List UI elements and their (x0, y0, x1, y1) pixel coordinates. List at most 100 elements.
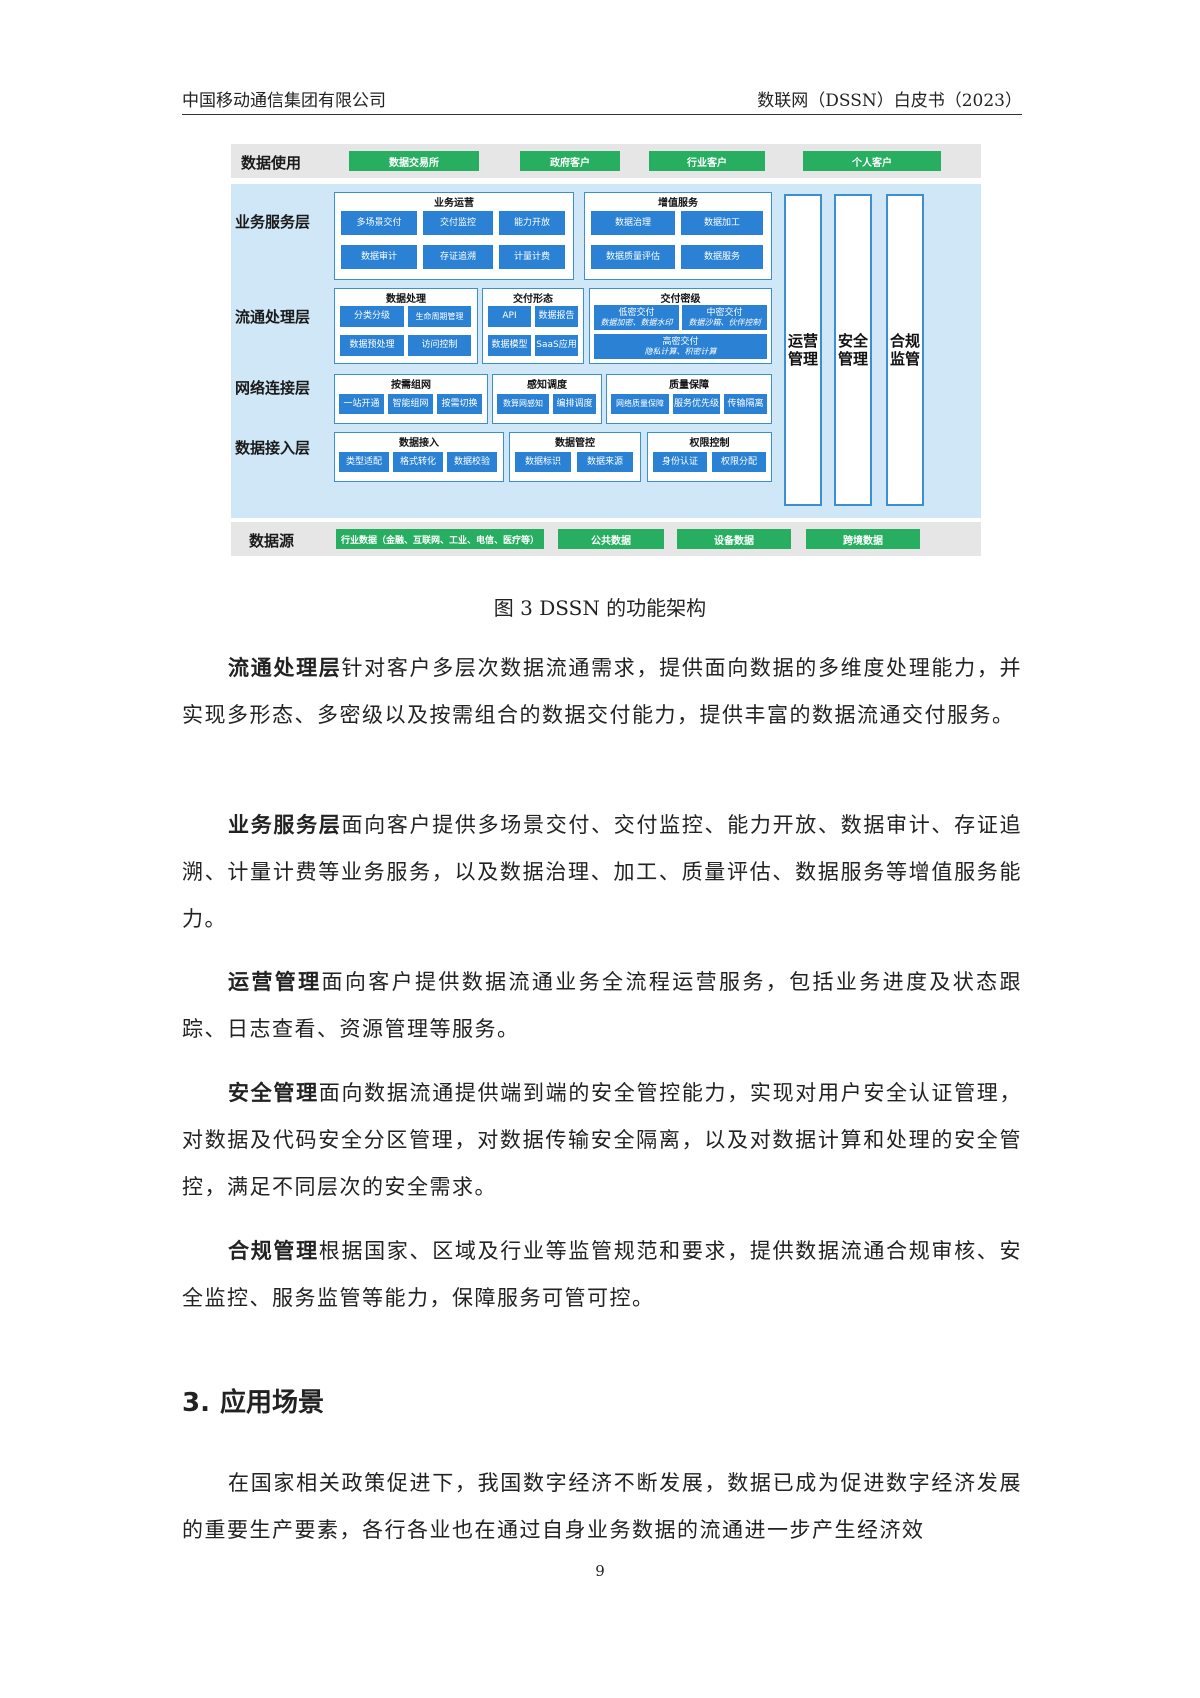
dssn-architecture-diagram: 数据使用 业务服务层 流通处理层 网络连接层 数据接入层 数据源 数据交易所 政… (231, 144, 981, 556)
delivery-level-name: 低密交付 (618, 307, 655, 318)
group-title: 权限控制 (689, 438, 730, 449)
diagram-item: 存证追溯 (423, 245, 493, 269)
source-item: 行业数据（金融、互联网、工业、电信、医疗等） (336, 529, 544, 549)
usage-item: 行业客户 (649, 151, 765, 171)
paragraph-lead: 运营管理 (228, 969, 322, 994)
paragraph-operations-management: 运营管理面向客户提供数据流通业务全流程运营服务，包括业务进度及状态跟踪、日志查看… (182, 958, 1022, 1053)
column-label: 运营管理 (787, 332, 818, 368)
group-title: 交付密级 (660, 294, 701, 305)
layer-label-circulation: 流通处理层 (235, 308, 311, 326)
group-title: 业务运营 (434, 198, 474, 209)
paragraph-business-layer: 业务服务层面向客户提供多场景交付、交付监控、能力开放、数据审计、存证追溯、计量计… (182, 801, 1022, 943)
group-data-processing: 数据处理 分类分级 生命周期管理 数据预处理 访问控制 (334, 288, 478, 364)
diagram-item: API (488, 306, 531, 327)
group-data-ingest: 数据接入 类型适配 格式转化 数据校验 (334, 432, 504, 482)
layer-label-business: 业务服务层 (235, 213, 311, 231)
diagram-item: 身份认证 (653, 452, 707, 472)
paragraph-application-scenarios: 在国家相关政策促进下，我国数字经济不断发展，数据已成为促进数字经济发展的重要生产… (182, 1471, 1022, 1542)
layer-label-usage: 数据使用 (241, 154, 302, 172)
column-operations-management: 运营管理 (784, 194, 822, 506)
group-data-control: 数据管控 数据标识 数据来源 (509, 432, 641, 482)
section-heading: 3. 应用场景 (182, 1382, 324, 1419)
group-delivery-forms: 交付形态 API 数据报告 数据模型 SaaS应用 (482, 288, 584, 364)
diagram-item: 访问控制 (408, 335, 471, 356)
group-permission-control: 权限控制 身份认证 权限分配 (647, 432, 772, 482)
diagram-item: 生命周期管理 (408, 306, 471, 327)
paragraph-body: 面向客户提供数据流通业务全流程运营服务，包括业务进度及状态跟踪、日志查看、资源管… (182, 970, 1022, 1041)
diagram-item: 数据加工 (681, 211, 763, 235)
paragraph-body: 针对客户多层次数据流通需求，提供面向数据的多维度处理能力，并实现多形态、多密级以… (182, 656, 1023, 727)
group-title: 按需组网 (391, 380, 431, 391)
diagram-item: 智能组网 (388, 394, 433, 414)
paragraph-body: 根据国家、区域及行业等监管规范和要求，提供数据流通合规审核、安全监控、服务监管等… (182, 1239, 1022, 1310)
diagram-item: 一站开通 (339, 394, 384, 414)
layer-label-access: 数据接入层 (235, 439, 311, 457)
delivery-level-detail: 数据加密、数据水印 (600, 318, 673, 328)
source-item: 公共数据 (558, 529, 664, 549)
page-number: 9 (595, 1562, 605, 1580)
diagram-item: 数算网感知 (497, 394, 549, 414)
usage-item: 政府客户 (520, 151, 620, 171)
diagram-item: 格式转化 (393, 452, 443, 472)
diagram-item: 数据服务 (681, 245, 763, 269)
diagram-item: 数据来源 (577, 452, 633, 472)
header-document-title: 数联网（DSSN）白皮书（2023） (757, 91, 1022, 111)
diagram-item: 编排调度 (553, 394, 596, 414)
section-number: 3. (182, 1388, 210, 1418)
delivery-level-detail: 数据沙箱、伙伴控制 (688, 318, 761, 328)
diagram-item: 能力开放 (499, 211, 565, 235)
group-title: 数据处理 (386, 294, 426, 305)
diagram-item: 数据模型 (488, 335, 531, 356)
column-label: 合规监管 (889, 332, 920, 368)
group-title: 数据管控 (555, 438, 595, 449)
delivery-level-name: 中密交付 (706, 307, 743, 318)
delivery-level-name: 高密交付 (662, 336, 699, 347)
group-business-ops: 业务运营 多场景交付 交付监控 能力开放 数据审计 存证追溯 计量计费 (334, 192, 574, 280)
paragraph-lead: 合规管理 (228, 1238, 319, 1263)
paragraph-security-management: 安全管理面向数据流通提供端到端的安全管控能力，实现对用户安全认证管理，对数据及代… (182, 1069, 1022, 1211)
column-label: 安全管理 (837, 332, 868, 368)
diagram-item: 数据报告 (535, 306, 578, 327)
diagram-item: 数据预处理 (340, 335, 404, 356)
paragraph-compliance-management: 合规管理根据国家、区域及行业等监管规范和要求，提供数据流通合规审核、安全监控、服… (182, 1227, 1022, 1322)
column-compliance-supervision: 合规监管 (886, 194, 924, 506)
delivery-level-mid: 中密交付 数据沙箱、伙伴控制 (682, 305, 767, 330)
diagram-item: 数据治理 (591, 211, 675, 235)
diagram-item: 类型适配 (339, 452, 389, 472)
group-title: 交付形态 (513, 294, 553, 305)
diagram-item: 数据质量评估 (591, 245, 675, 269)
paragraph-body: 面向客户提供多场景交付、交付监控、能力开放、数据审计、存证追溯、计量计费等业务服… (182, 813, 1023, 931)
group-on-demand-networking: 按需组网 一站开通 智能组网 按需切换 (334, 374, 488, 424)
usage-item: 个人客户 (803, 151, 941, 171)
diagram-item: 服务优先级 (673, 394, 720, 414)
group-value-added: 增值服务 数据治理 数据加工 数据质量评估 数据服务 (584, 192, 772, 280)
group-title: 增值服务 (658, 198, 698, 209)
diagram-item: 网络质量保障 (611, 394, 669, 414)
group-title: 数据接入 (399, 438, 439, 449)
delivery-level-high: 高密交付 隐私计算、积密计算 (594, 334, 767, 359)
group-sensing-scheduling: 感知调度 数算网感知 编排调度 (492, 374, 602, 424)
group-quality-assurance: 质量保障 网络质量保障 服务优先级 传输隔离 (606, 374, 772, 424)
paragraph-lead: 安全管理 (228, 1080, 319, 1105)
header-organization: 中国移动通信集团有限公司 (182, 91, 386, 111)
column-security-management: 安全管理 (834, 194, 872, 506)
paragraph-lead: 业务服务层 (228, 812, 342, 837)
diagram-item: 按需切换 (437, 394, 482, 414)
diagram-item: 计量计费 (499, 245, 565, 269)
figure-caption: 图 3 DSSN 的功能架构 (493, 596, 707, 620)
layer-label-source: 数据源 (249, 532, 295, 550)
source-item: 跨境数据 (806, 529, 920, 549)
paragraph-lead: 流通处理层 (228, 655, 342, 680)
diagram-item: 分类分级 (340, 306, 404, 327)
paragraph-circulation-layer: 流通处理层针对客户多层次数据流通需求，提供面向数据的多维度处理能力，并实现多形态… (182, 644, 1022, 739)
delivery-level-detail: 隐私计算、积密计算 (644, 347, 717, 357)
diagram-item: 数据校验 (447, 452, 497, 472)
diagram-item: 数据标识 (515, 452, 571, 472)
diagram-item: 数据审计 (341, 245, 417, 269)
delivery-level-low: 低密交付 数据加密、数据水印 (594, 305, 679, 330)
diagram-item: 多场景交付 (341, 211, 417, 235)
diagram-item: 传输隔离 (724, 394, 767, 414)
section-title-text: 应用场景 (219, 1388, 324, 1418)
usage-item: 数据交易所 (349, 151, 479, 171)
